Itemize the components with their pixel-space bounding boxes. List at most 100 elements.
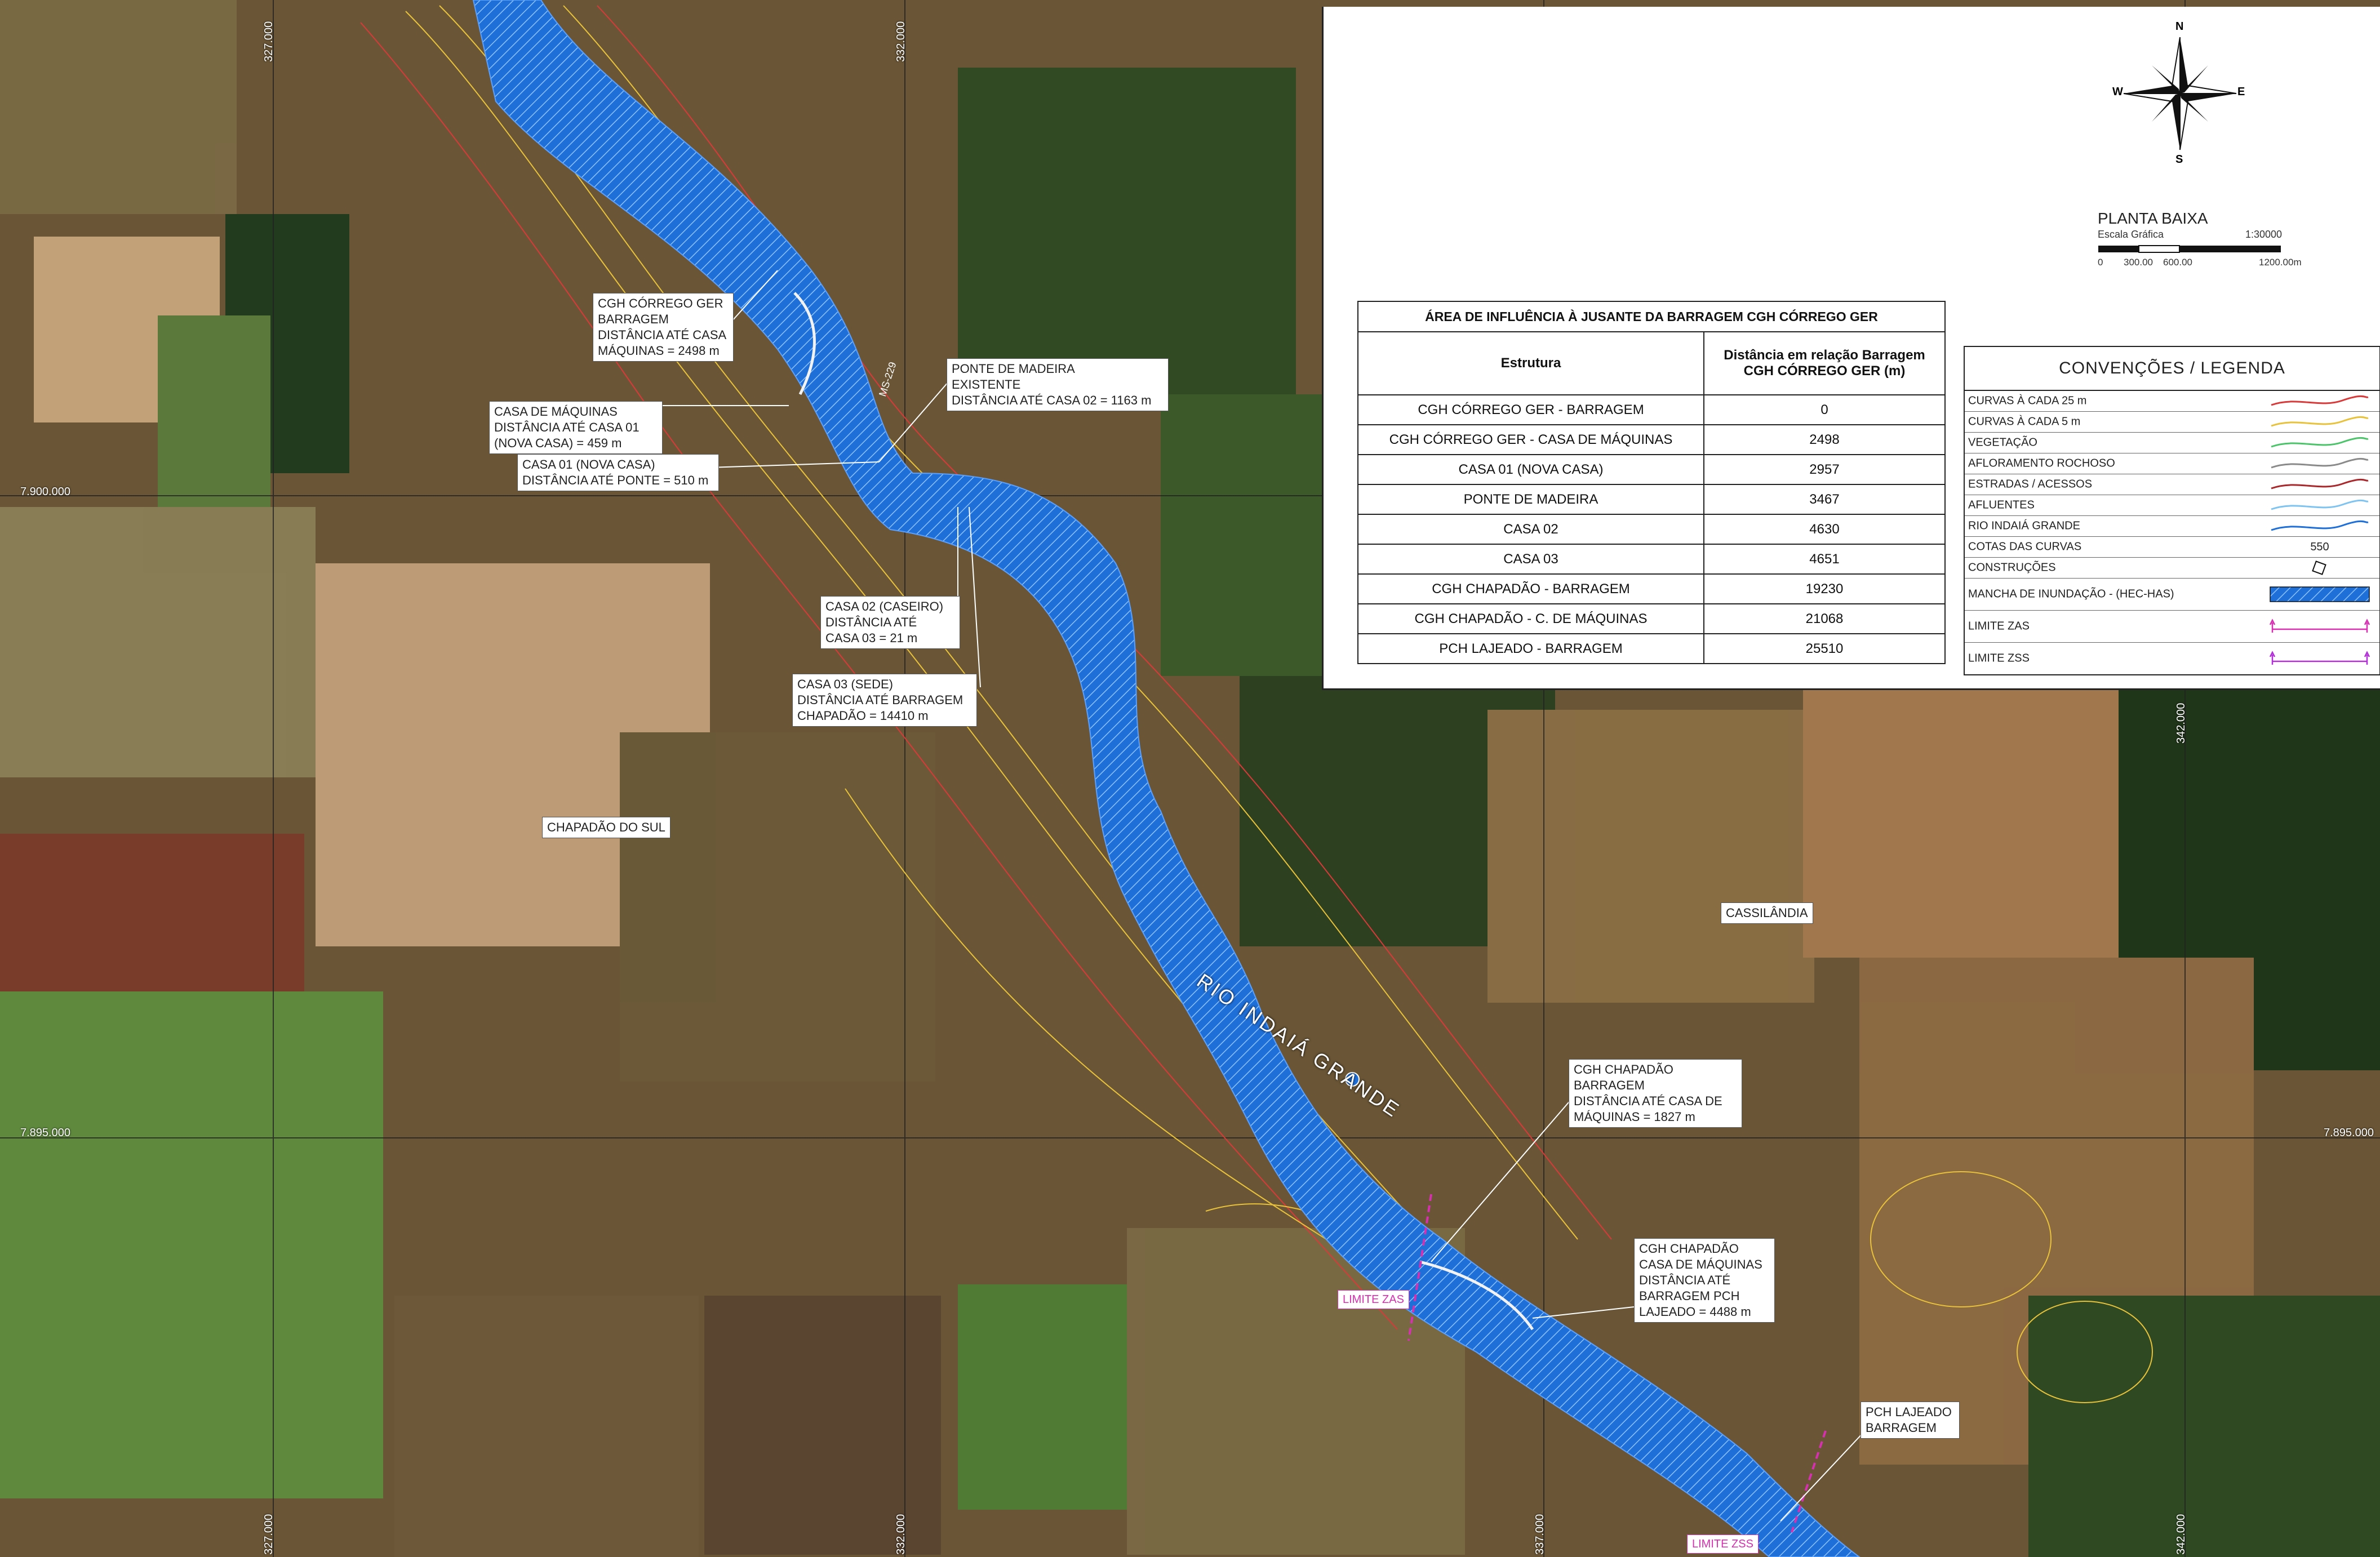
scale-bar (2098, 245, 2281, 253)
compass-n: N (2175, 20, 2184, 33)
callout-chapadao-barragem: CGH CHAPADÃO BARRAGEM DISTÂNCIA ATÉ CASA… (1569, 1059, 1742, 1128)
scale-block: PLANTA BAIXA Escala Gráfica 1:30000 0 30… (2098, 210, 2334, 277)
flow-marker (1345, 1072, 1360, 1087)
legend-symbol-shape (2271, 395, 2369, 406)
northing-label-right-2: 7.895.000 (2324, 1127, 2374, 1139)
table-cell-structure: PCH LAJEADO - BARRAGEM (1357, 633, 1704, 664)
info-panel: N S E W PLANTA BAIXA Escala Gráfica 1:30… (1322, 7, 2380, 690)
legend-item-label: CONSTRUÇÕES (1968, 561, 2056, 574)
northing-label-left-1: 7.900.000 (20, 486, 70, 498)
legend-item: VEGETAÇÃO (1965, 433, 2379, 453)
legend-symbol-shape (2271, 499, 2369, 510)
legend-item: RIO INDAIÁ GRANDE (1965, 516, 2379, 537)
scale-tick-1: 300.00 (2124, 257, 2153, 268)
table-header-distance: Distância em relação Barragem CGH CÓRREG… (1703, 331, 1946, 395)
scale-ratio: 1:30000 (2245, 229, 2283, 240)
easting-label-bottom-4: 342.000 (2175, 1514, 2187, 1555)
table-cell-distance: 0 (1703, 394, 1946, 425)
table-cell-structure: CGH CHAPADÃO - C. DE MÁQUINAS (1357, 603, 1704, 634)
legend-item-value: 550 (2310, 541, 2329, 553)
place-cassilandia: CASSILÂNDIA (1721, 902, 1813, 924)
legend-item-label: RIO INDAIÁ GRANDE (1968, 519, 2080, 532)
legend-symbol-icon (2271, 416, 2369, 427)
easting-label-top-1: 327.000 (263, 21, 275, 62)
northing-label-left-2: 7.895.000 (20, 1127, 70, 1139)
table-cell-distance: 4630 (1703, 514, 1946, 545)
scale-subtitle: Escala Gráfica (2098, 229, 2164, 240)
legend-item: COTAS DAS CURVAS 550 (1965, 537, 2379, 558)
table-cell-structure: CGH CÓRREGO GER - BARRAGEM (1357, 394, 1704, 425)
legend-item-label: MANCHA DE INUNDAÇÃO - (HEC-HAS) (1968, 588, 2174, 600)
limit-lines (1407, 1194, 1827, 1533)
legend-symbol-shape (2269, 651, 2370, 665)
legend-symbol-shape (2271, 457, 2369, 469)
legend-item: CURVAS À CADA 25 m (1965, 391, 2379, 412)
compass-w: W (2112, 86, 2123, 98)
legend-symbol-shape (2271, 416, 2369, 427)
scale-tick-0: 0 (2098, 257, 2103, 268)
callout-casa-02: CASA 02 (CASEIRO) DISTÂNCIA ATÉ CASA 03 … (820, 596, 960, 649)
roads (793, 292, 1534, 1331)
easting-label-bottom-1: 327.000 (263, 1514, 275, 1555)
legend-symbol-shape (2270, 586, 2370, 602)
legend-symbol-icon (2271, 478, 2369, 490)
legend-item-label: CURVAS À CADA 5 m (1968, 415, 2081, 428)
easting-label-bottom-2: 332.000 (895, 1514, 907, 1555)
table-title: ÁREA DE INFLUÊNCIA À JUSANTE DA BARRAGEM… (1357, 301, 1946, 332)
table-cell-distance: 2498 (1703, 424, 1946, 455)
legend-item: ESTRADAS / ACESSOS (1965, 474, 2379, 495)
callout-casa-maquinas-ger: CASA DE MÁQUINAS DISTÂNCIA ATÉ CASA 01 (… (489, 401, 663, 454)
table-cell-structure: CASA 02 (1357, 514, 1704, 545)
legend-item: MANCHA DE INUNDAÇÃO - (HEC-HAS) (1965, 579, 2379, 611)
legend-item: CURVAS À CADA 5 m (1965, 412, 2379, 433)
flood-area (472, 0, 1861, 1557)
legend-item: AFLORAMENTO ROCHOSO (1965, 453, 2379, 474)
callout-chapadao-casa-maquinas: CGH CHAPADÃO CASA DE MÁQUINAS DISTÂNCIA … (1634, 1238, 1775, 1323)
legend-item: CONSTRUÇÕES (1965, 558, 2379, 579)
easting-label-right: 342.000 (2175, 702, 2187, 744)
legend-symbol-icon (2271, 499, 2369, 510)
legend-symbol-shape (2271, 520, 2369, 531)
table-cell-distance: 25510 (1703, 633, 1946, 664)
table-cell-structure: PONTE DE MADEIRA (1357, 484, 1704, 515)
table-header-structure: Estrutura (1357, 331, 1704, 395)
table-cell-distance: 21068 (1703, 603, 1946, 634)
distance-table: ÁREA DE INFLUÊNCIA À JUSANTE DA BARRAGEM… (1357, 301, 1946, 664)
legend-symbol-shape (2271, 437, 2369, 448)
table-cell-structure: CGH CHAPADÃO - BARRAGEM (1357, 573, 1704, 604)
callout-casa-01: CASA 01 (NOVA CASA) DISTÂNCIA ATÉ PONTE … (517, 454, 719, 491)
table-cell-structure: CGH CÓRREGO GER - CASA DE MÁQUINAS (1357, 424, 1704, 455)
legend-item-label: COTAS DAS CURVAS (1968, 540, 2082, 553)
legend-symbol-icon (2270, 586, 2370, 602)
table-row: CASA 01 (NOVA CASA)2957 (1357, 454, 1946, 485)
callout-limite-zss: LIMITE ZSS (1687, 1534, 1759, 1554)
compass-e: E (2237, 86, 2245, 98)
table-cell-distance: 2957 (1703, 454, 1946, 485)
legend-item: LIMITE ZSS (1965, 643, 2379, 674)
table-cell-distance: 3467 (1703, 484, 1946, 515)
scale-tick-3: 1200.00m (2259, 257, 2302, 268)
easting-label-bottom-3: 337.000 (1534, 1514, 1546, 1555)
legend-symbol-icon (2271, 457, 2369, 469)
table-cell-distance: 4651 (1703, 544, 1946, 575)
table-cell-structure: CASA 03 (1357, 544, 1704, 575)
legend-rows: CURVAS À CADA 25 m CURVAS À CADA 5 m VEGET… (1965, 391, 2379, 674)
table-cell-structure: CASA 01 (NOVA CASA) (1357, 454, 1704, 485)
legend-item: LIMITE ZAS (1965, 611, 2379, 643)
legend-symbol-shape (2269, 619, 2370, 633)
legend-item-label: AFLORAMENTO ROCHOSO (1968, 457, 2115, 470)
scale-tick-2: 600.00 (2163, 257, 2192, 268)
legend-item-label: ESTRADAS / ACESSOS (1968, 478, 2093, 491)
table-cell-distance: 19230 (1703, 573, 1946, 604)
legend-symbol-icon (2271, 520, 2369, 531)
legend-symbol-icon (2312, 560, 2326, 575)
easting-label-top-2: 332.000 (895, 21, 907, 62)
